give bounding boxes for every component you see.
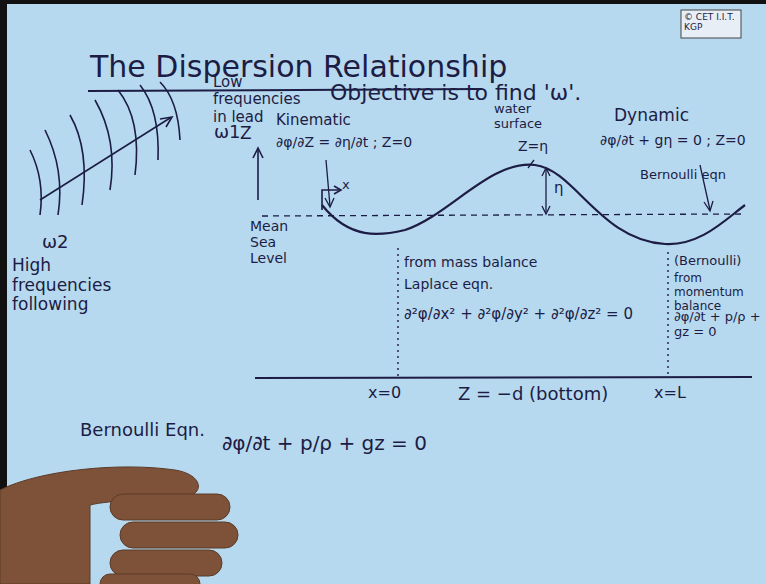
note: High frequencies following <box>12 256 132 315</box>
symbol-label: η <box>554 180 574 197</box>
equation: ∂φ/∂t + gη = 0 ; Z=0 <box>600 132 762 148</box>
note: Bernoulli eqn <box>640 168 750 183</box>
surface-label: water surface <box>494 102 554 132</box>
condition-heading: Kinematic <box>276 112 376 129</box>
dimension-label: x=L <box>654 384 714 402</box>
equation: ∂²φ/∂x² + ∂²φ/∂y² + ∂²φ/∂z² = 0 <box>404 306 666 323</box>
wave-crests <box>30 82 180 215</box>
equation: ∂φ/∂t + p/ρ + gz = 0 <box>674 310 762 340</box>
symbol-label: ω2 <box>42 232 82 253</box>
presenter-hand <box>0 467 238 584</box>
condition-heading: Dynamic <box>614 106 714 126</box>
surface-label: Z=η <box>518 138 568 154</box>
axis-label: x <box>342 178 358 193</box>
watermark-box <box>681 10 741 38</box>
mean-sea-level <box>262 214 745 216</box>
note: from momentum balance <box>674 272 762 313</box>
frame-edge <box>0 0 766 4</box>
note: from mass balance <box>404 254 604 270</box>
equation: ∂φ/∂t + p/ρ + gz = 0 <box>222 432 522 455</box>
sea-bottom <box>255 377 752 378</box>
dimension-label: Z = −d (bottom) <box>458 384 658 405</box>
watermark: © CET I.I.T. KGP <box>684 12 738 33</box>
equation: ∂φ/∂Z = ∂η/∂t ; Z=0 <box>276 134 476 150</box>
note: (Bernoulli) <box>674 254 762 269</box>
note: Laplace eqn. <box>404 276 604 292</box>
axes <box>253 148 341 210</box>
level-label: Mean Sea Level <box>250 218 312 266</box>
note: Bernoulli Eqn. <box>80 420 240 441</box>
axis-label: Z <box>240 124 260 144</box>
dimension-label: x=0 <box>368 384 428 402</box>
section-dividers <box>398 248 668 376</box>
title: The Dispersion Relationship <box>90 50 510 85</box>
